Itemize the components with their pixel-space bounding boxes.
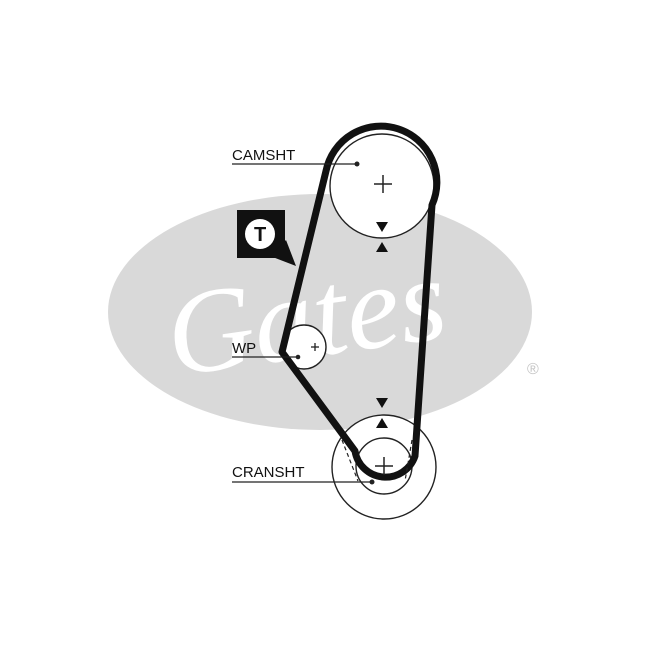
tensioner-label: T (254, 224, 266, 246)
water-pump-leader-dot (295, 354, 301, 360)
tensioner-callout-badge (245, 219, 275, 249)
tensioner-callout-pointer (270, 240, 296, 266)
belt-hidden-segment (341, 439, 359, 482)
camshaft-timing-mark (376, 222, 388, 252)
gates-logo: Gates ® (108, 194, 539, 430)
logo-registered-mark: ® (527, 361, 539, 378)
crankshaft-center-mark (375, 457, 393, 475)
timing-belt (278, 122, 441, 481)
camshaft-center-mark (374, 175, 392, 193)
water-pump-label: WP (232, 340, 256, 357)
tensioner-callout: T (237, 210, 296, 266)
crankshaft-label: CRANSHT (232, 464, 305, 481)
crankshaft-leader-dot (369, 479, 375, 485)
camshaft-label: CAMSHT (232, 147, 295, 164)
water-pump-center-mark (311, 343, 319, 351)
crankshaft-timing-mark (376, 398, 388, 428)
camshaft-leader-dot (354, 161, 360, 167)
